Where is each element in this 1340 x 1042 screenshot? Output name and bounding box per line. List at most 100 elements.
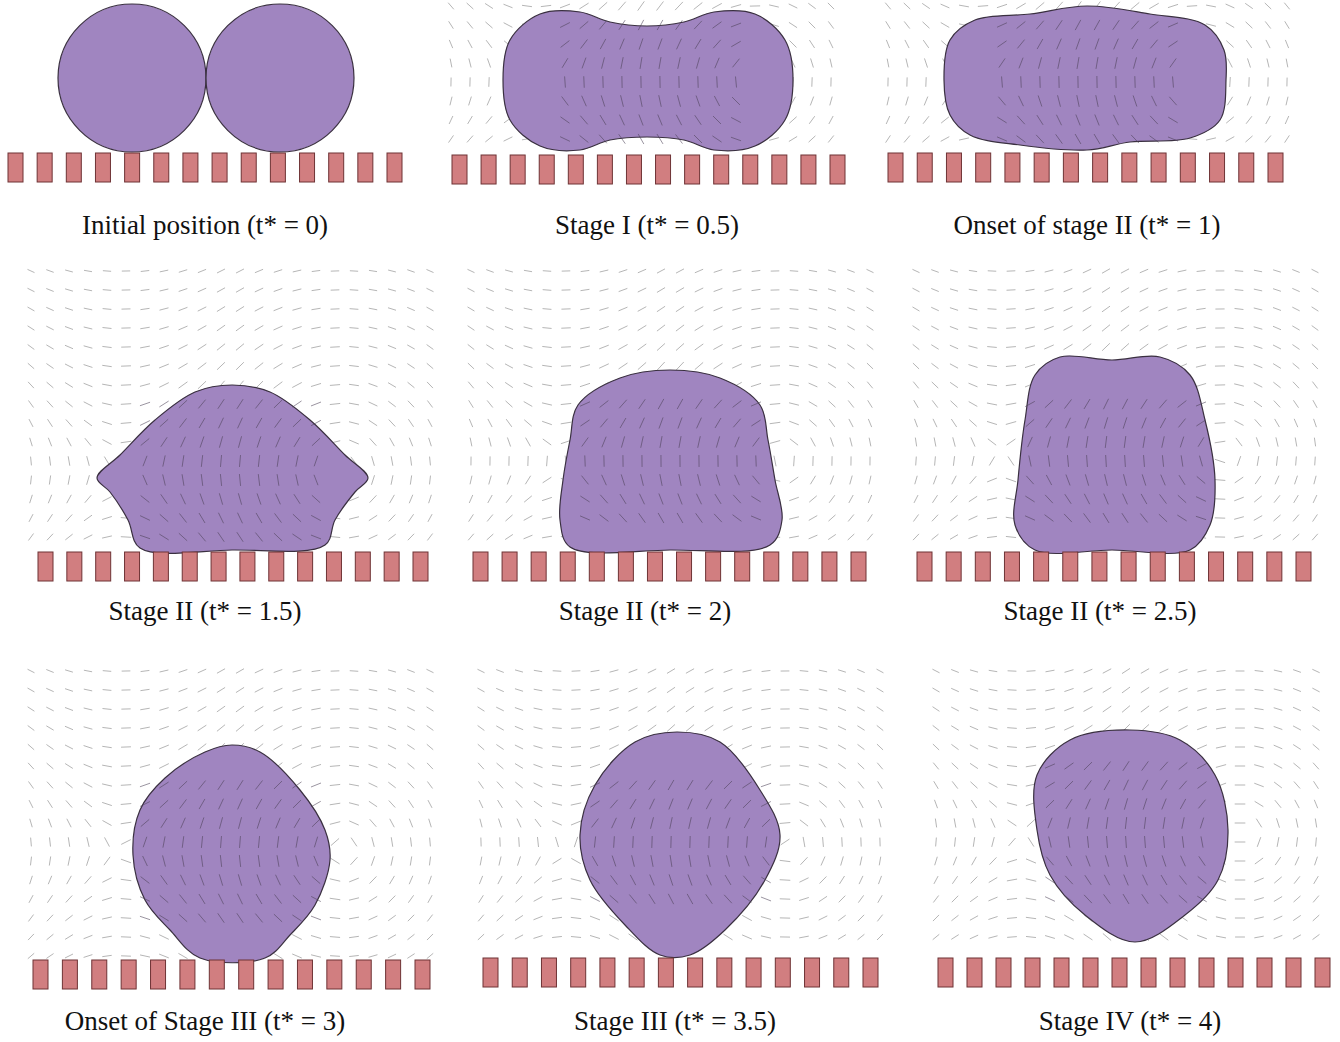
- velocity-vector: [857, 669, 864, 672]
- velocity-vector: [580, 136, 589, 143]
- velocity-vector: [198, 363, 207, 370]
- velocity-vector: [84, 801, 92, 807]
- pillar: [121, 960, 136, 989]
- velocity-vector: [572, 670, 581, 671]
- velocity-vector: [1121, 288, 1129, 293]
- velocity-vector: [968, 365, 977, 368]
- droplet: [133, 745, 330, 963]
- velocity-vector: [1045, 270, 1054, 272]
- velocity-vector: [426, 307, 433, 311]
- velocity-vector: [828, 3, 834, 9]
- velocity-vector: [847, 288, 854, 291]
- velocity-vector: [1084, 669, 1093, 673]
- velocity-vector: [408, 934, 415, 940]
- velocity-vector: [667, 669, 675, 674]
- velocity-vector: [330, 822, 340, 825]
- velocity-vector: [1095, 38, 1099, 49]
- velocity-vector: [1216, 727, 1226, 729]
- velocity-vector: [1006, 384, 1016, 385]
- velocity-vector: [102, 746, 111, 747]
- velocity-vector: [292, 954, 302, 958]
- velocity-vector: [989, 801, 997, 808]
- velocity-vector: [552, 765, 562, 766]
- velocity-vector: [731, 23, 741, 27]
- velocity-vector: [486, 326, 493, 330]
- velocity-vector: [487, 534, 494, 540]
- velocity-vector: [349, 384, 359, 385]
- velocity-vector: [714, 288, 723, 291]
- velocity-vector: [952, 763, 959, 769]
- velocity-vector: [1294, 495, 1299, 503]
- pillar: [268, 960, 283, 989]
- velocity-vector: [1254, 708, 1263, 709]
- velocity-vector: [659, 76, 660, 88]
- velocity-vector: [1315, 857, 1318, 866]
- velocity-vector: [486, 363, 493, 368]
- velocity-vector: [640, 76, 641, 88]
- velocity-vector: [561, 422, 572, 424]
- velocity-vector: [1064, 935, 1073, 940]
- velocity-vector: [867, 326, 874, 331]
- pillar: [656, 155, 671, 184]
- pillar: [1121, 552, 1136, 581]
- velocity-vector: [140, 384, 150, 387]
- velocity-vector: [581, 289, 590, 290]
- velocity-vector: [388, 383, 396, 388]
- velocity-vector: [582, 96, 587, 106]
- velocity-vector: [1314, 476, 1316, 484]
- velocity-vector: [1197, 935, 1207, 939]
- velocity-vector: [487, 515, 493, 522]
- velocity-vector: [686, 687, 694, 692]
- velocity-vector: [65, 726, 73, 729]
- velocity-vector: [427, 382, 433, 388]
- velocity-vector: [869, 438, 871, 447]
- velocity-vector: [330, 422, 341, 424]
- velocity-vector: [714, 270, 722, 273]
- velocity-vector: [1215, 498, 1226, 499]
- velocity-vector: [762, 670, 771, 671]
- velocity-vector: [742, 745, 752, 749]
- pillar: [888, 153, 903, 182]
- velocity-vector: [370, 876, 377, 883]
- velocity-vector: [408, 534, 414, 540]
- velocity-vector: [934, 800, 937, 808]
- velocity-vector: [469, 419, 472, 427]
- velocity-vector: [695, 269, 703, 273]
- velocity-vector: [970, 935, 978, 939]
- velocity-vector: [350, 289, 359, 291]
- velocity-vector: [1234, 365, 1244, 367]
- velocity-vector: [350, 670, 359, 672]
- velocity-vector: [30, 819, 32, 827]
- velocity-vector: [506, 495, 512, 503]
- velocity-vector: [349, 346, 358, 348]
- velocity-vector: [1102, 306, 1110, 312]
- velocity-vector: [236, 725, 244, 732]
- velocity-vector: [369, 935, 378, 938]
- velocity-vector: [628, 725, 637, 730]
- velocity-vector: [30, 476, 32, 485]
- velocity-vector: [705, 688, 714, 692]
- velocity-vector: [178, 707, 187, 711]
- velocity-vector: [103, 327, 112, 329]
- velocity-vector: [1206, 24, 1216, 27]
- velocity-vector: [427, 744, 433, 749]
- velocity-vector: [1037, 115, 1043, 125]
- pillar: [415, 960, 430, 989]
- velocity-vector: [829, 40, 833, 48]
- pillar: [746, 958, 761, 987]
- velocity-vector: [953, 437, 956, 446]
- velocity-vector: [47, 401, 53, 408]
- velocity-vector: [543, 308, 552, 310]
- velocity-vector: [1007, 765, 1017, 766]
- velocity-vector: [1313, 763, 1319, 770]
- velocity-vector: [1254, 783, 1263, 787]
- velocity-vector: [839, 782, 846, 788]
- velocity-vector: [370, 438, 377, 445]
- velocity-vector: [638, 307, 647, 312]
- velocity-vector: [178, 726, 187, 731]
- velocity-vector: [389, 896, 396, 903]
- velocity-vector: [427, 707, 434, 711]
- velocity-vector: [388, 915, 396, 921]
- velocity-vector: [1234, 402, 1244, 405]
- velocity-vector: [1294, 419, 1298, 427]
